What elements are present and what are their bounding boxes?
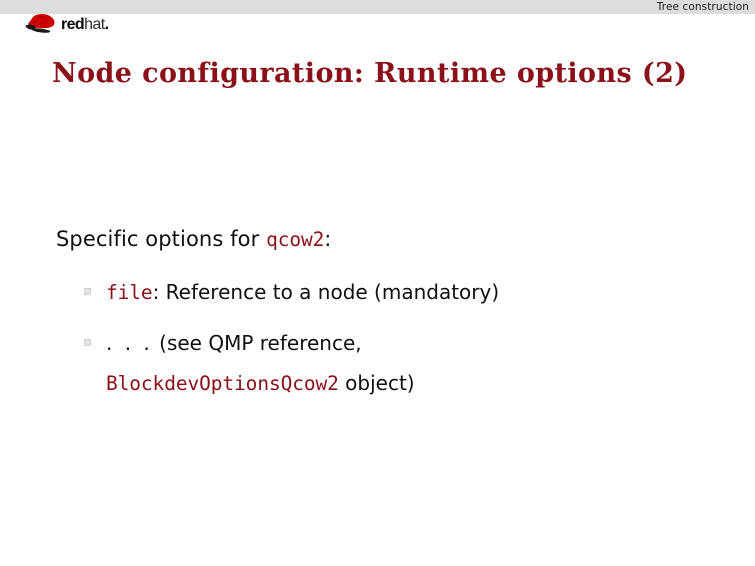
lead-prefix: Specific options for — [56, 227, 267, 251]
logo-word-hat: hat — [84, 16, 105, 33]
lead-code-qcow2: qcow2 — [266, 228, 325, 251]
lead-line: Specific options for qcow2: — [56, 224, 716, 255]
slide-body: Specific options for qcow2: file: Refere… — [56, 224, 716, 395]
redhat-shadowman-icon — [25, 14, 55, 33]
header-section-title: Tree construction — [656, 1, 749, 13]
bullet-continuation-rest: object) — [338, 371, 415, 395]
bullet-continuation: BlockdevOptionsQcow2 object) — [106, 363, 724, 404]
redhat-logo: redhat. — [22, 12, 132, 38]
list-item: . . . (see QMP reference, BlockdevOption… — [84, 323, 724, 404]
bullet-text: file: Reference to a node (mandatory) — [106, 272, 724, 313]
square-bullet-icon — [84, 339, 91, 346]
bullet-code-blockdevoptionsqcow2: BlockdevOptionsQcow2 — [106, 372, 339, 395]
bullet-code-file: file — [106, 281, 153, 304]
redhat-wordmark: redhat. — [61, 15, 109, 34]
bullet-rest: : Reference to a node (mandatory) — [152, 280, 500, 304]
bullet-list: file: Reference to a node (mandatory) . … — [84, 272, 724, 414]
list-item: file: Reference to a node (mandatory) — [84, 272, 724, 313]
header-bar — [0, 0, 755, 14]
square-bullet-icon — [84, 288, 91, 295]
logo-word-dot: . — [104, 16, 109, 33]
bullet-ellipsis: . . . — [106, 331, 153, 355]
slide-title: Node configuration: Runtime options (2) — [52, 58, 688, 89]
bullet-rest: (see QMP reference, — [152, 331, 362, 355]
bullet-text: . . . (see QMP reference, — [106, 323, 724, 363]
lead-suffix: : — [324, 227, 332, 251]
logo-word-red: red — [61, 16, 85, 33]
